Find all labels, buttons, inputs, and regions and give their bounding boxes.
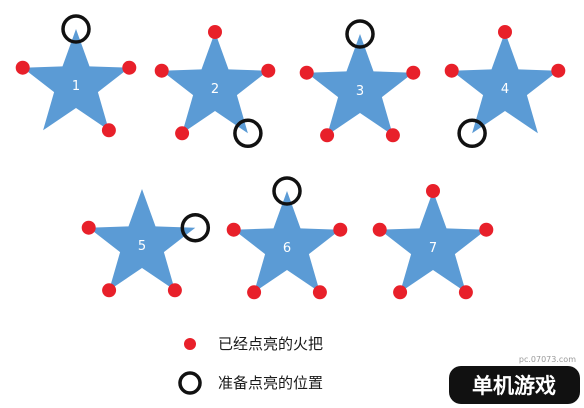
star-shape (451, 32, 559, 134)
lit-torch-right (333, 222, 348, 237)
star-6: 6 (226, 176, 348, 300)
star-number: 1 (72, 79, 80, 94)
lit-torch-left (81, 220, 96, 235)
lit-torch-left (15, 60, 30, 75)
star-shape (306, 34, 414, 136)
lit-torch-lower-left (247, 285, 262, 300)
lit-torch-lower-right (385, 128, 400, 143)
lit-torch-right (551, 63, 566, 78)
lit-torch-left (372, 222, 387, 237)
target-ring-lower-left[interactable] (457, 118, 487, 149)
lit-torch-top (426, 184, 440, 198)
lit-torch-left (299, 65, 314, 80)
target-ring-lower-right[interactable] (233, 118, 263, 149)
star-shape (379, 191, 487, 293)
star-shape (233, 191, 341, 293)
lit-torch-right (261, 63, 276, 78)
lit-torch-lower-right (167, 283, 182, 298)
star-number: 7 (429, 241, 437, 256)
star-number: 5 (138, 239, 146, 254)
legend-lit-torch-icon (184, 338, 196, 350)
star-1: 1 (15, 14, 137, 138)
star-shape (22, 29, 130, 131)
lit-torch-left (226, 222, 241, 237)
star-number: 2 (211, 82, 219, 97)
watermark-brand: 单机游戏 (472, 374, 556, 398)
star-shape (161, 32, 269, 134)
lit-torch-lower-left (320, 128, 335, 143)
lit-torch-lower-right (101, 123, 116, 138)
legend-lit-label: 已经点亮的火把 (218, 335, 323, 353)
lit-torch-right (406, 65, 421, 80)
target-ring-top[interactable] (272, 176, 302, 206)
star-2: 2 (154, 25, 276, 149)
target-ring-top[interactable] (61, 14, 91, 44)
lit-torch-left (154, 63, 169, 78)
target-ring-top[interactable] (345, 19, 375, 49)
target-ring-right[interactable] (180, 212, 211, 243)
lit-torch-right (122, 60, 137, 75)
legend-ring-icon (178, 371, 202, 395)
lit-torch-top (208, 25, 222, 39)
star-5: 5 (81, 189, 211, 298)
star-number: 3 (356, 84, 364, 99)
lit-torch-top (498, 25, 512, 39)
lit-torch-lower-left (175, 126, 190, 141)
watermark-url: pc.07073.com (519, 355, 576, 364)
legend-ring-label: 准备点亮的位置 (218, 374, 323, 392)
star-3: 3 (299, 19, 421, 143)
lit-torch-lower-right (312, 285, 327, 300)
star-7: 7 (372, 184, 494, 300)
lit-torch-left (444, 63, 459, 78)
watermark-badge (449, 366, 580, 404)
stars-layer: 1 2 3 4 5 6 7 (15, 14, 566, 300)
star-number: 4 (501, 82, 509, 97)
star-4: 4 (444, 25, 566, 149)
lit-torch-lower-left (393, 285, 408, 300)
star-shape (88, 189, 196, 291)
watermark: pc.07073.com 单机游戏 (449, 355, 580, 404)
star-number: 6 (283, 241, 291, 256)
legend: 已经点亮的火把 准备点亮的位置 (178, 335, 323, 395)
lit-torch-lower-right (458, 285, 473, 300)
lit-torch-lower-left (102, 283, 117, 298)
lit-torch-right (479, 222, 494, 237)
